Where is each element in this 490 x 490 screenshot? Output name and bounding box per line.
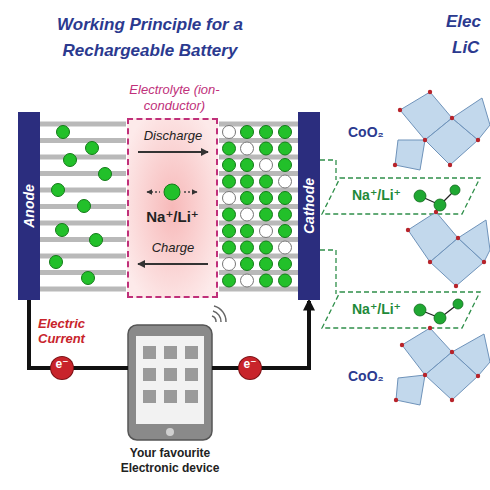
device-box: Your favourite Electronic device [128,325,212,440]
ion-name: Na⁺/Li⁺ [129,208,216,226]
tablet-screen [136,336,204,424]
diagram-title: Working Principle for a Rechargeable Bat… [40,12,260,64]
electrolyte-fill [127,118,218,298]
electron-symbol: e⁻ [239,357,261,379]
circuit-wire [29,300,128,368]
electrode-name: Cathode [301,178,317,234]
coo2-octahedra [395,92,490,405]
process-name: Discharge [140,128,206,143]
bonds [420,190,458,318]
ion-layer-name: Na⁺/Li⁺ [352,301,401,317]
ion-layer-name: Na⁺/Li⁺ [352,187,401,203]
wifi-symbol [212,306,226,322]
na-li-ions [414,185,463,324]
oxygen-atoms [393,90,486,402]
electrode-bar: Cathode [298,112,320,300]
electron-symbol: e⁻ [51,357,73,379]
ion-motion [147,191,160,193]
device-caption: Your favourite Electronic device [110,446,230,476]
electrode-plates [40,124,298,289]
tablet-button [166,428,174,436]
circuit-wire [212,301,309,368]
current-label: Electric Current [38,316,100,346]
layer-name: CoO₂ [348,124,384,140]
cut-title: LiC [452,38,479,58]
process-name: Charge [140,240,206,255]
electrolyte-box: Electrolyte (ion-conductor)Na⁺/Li⁺ [127,118,218,298]
electrode-bar: Anode [18,112,40,300]
layer-name: CoO₂ [348,368,384,384]
cut-title: Elec [446,12,481,32]
ion-spheres [50,126,292,288]
ion-motion [184,191,197,193]
discharge-arrow [138,151,208,153]
charge-arrow [138,263,208,265]
electrolyte-heading: Electrolyte (ion-conductor) [109,82,240,114]
electrode-name: Anode [21,184,37,228]
ion-sphere [164,184,180,200]
tablet-body [128,325,212,440]
app-icons [143,346,198,403]
